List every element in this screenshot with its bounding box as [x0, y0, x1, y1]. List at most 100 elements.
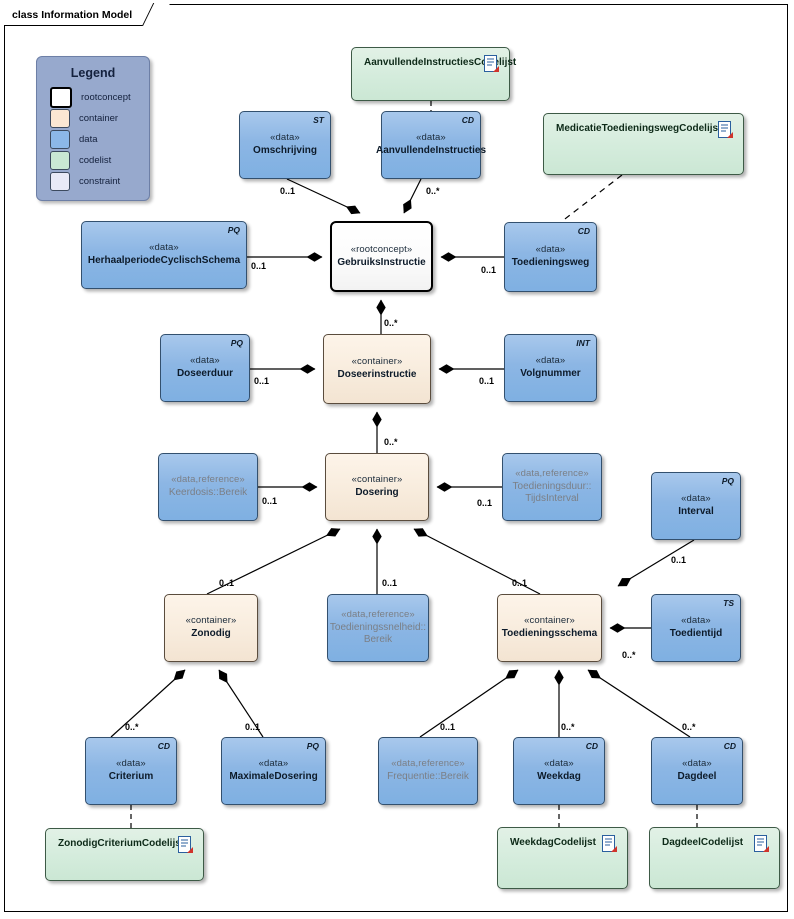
class-node-keerdosisBereik[interactable]: «data,reference»Keerdosis::Bereik — [158, 453, 258, 521]
class-node-stereotype: «data» — [416, 132, 446, 144]
multiplicity-label: 0..1 — [477, 498, 493, 508]
class-node-toedieningsschema[interactable]: «container»Toedieningsschema — [497, 594, 602, 662]
class-node-volgnummer[interactable]: «data»Volgnummer INT — [504, 334, 597, 402]
multiplicity-label: 0..1 — [219, 578, 235, 588]
document-icon — [718, 121, 733, 138]
multiplicity-label: 0..* — [125, 722, 139, 732]
class-node-name: Interval — [678, 506, 714, 518]
class-node-stereotype: «data» — [681, 493, 711, 505]
class-node-medicatieToedieningswegCodelijst[interactable]: MedicatieToedieningswegCodelijst — [543, 113, 744, 175]
class-node-aanvullendeInstructies[interactable]: «data»AanvullendeInstructies CD — [376, 111, 486, 179]
class-node-stereotype: «data» — [535, 355, 566, 367]
legend-label-data: data — [79, 134, 98, 145]
class-node-stereotype: «data» — [681, 615, 711, 627]
class-node-name: Volgnummer — [520, 368, 581, 380]
class-node-name: MaximaleDosering — [229, 771, 318, 783]
legend-item-rootconcept: rootconcept — [37, 87, 149, 108]
class-node-stereotype: «data,reference» — [341, 609, 415, 621]
class-node-type-tag: TS — [723, 598, 734, 608]
multiplicity-label: 0..1 — [382, 578, 398, 588]
class-node-dosering[interactable]: «container»Dosering — [325, 453, 429, 521]
class-node-type-tag: INT — [576, 338, 590, 348]
class-node-name: HerhaalperiodeCyclischSchema — [87, 255, 241, 267]
class-node-stereotype: «data,reference» — [391, 758, 465, 770]
class-node-name: Toedieningsweg — [511, 257, 590, 269]
multiplicity-label: 0..1 — [280, 186, 296, 196]
class-node-name: Toedieningsschema — [501, 628, 598, 640]
legend-title: Legend — [70, 66, 116, 80]
class-node-type-tag: ST — [313, 115, 324, 125]
document-icon — [178, 836, 193, 853]
class-node-name: Criterium — [108, 771, 154, 783]
diagram-frame-tab: class Information Model — [4, 3, 171, 26]
class-node-name: Weekdag — [537, 771, 581, 783]
class-node-name: ZonodigCriteriumCodelijst — [58, 838, 185, 849]
multiplicity-label: 0..* — [561, 722, 575, 732]
multiplicity-label: 0..* — [622, 650, 636, 660]
class-node-stereotype: «data» — [190, 355, 220, 367]
multiplicity-label: 0..1 — [481, 265, 497, 275]
multiplicity-label: 0..1 — [262, 496, 278, 506]
class-node-stereotype: «container» — [185, 615, 237, 627]
class-node-stereotype: «data» — [258, 758, 289, 770]
multiplicity-label: 0..* — [426, 186, 440, 196]
class-node-toedieningssnelheidBereik[interactable]: «data,reference»Toedieningssnelheid::Ber… — [327, 594, 429, 662]
class-node-name: Toedientijd — [669, 628, 723, 640]
class-node-zonodig[interactable]: «container»Zonodig — [164, 594, 258, 662]
legend-item-container: container — [37, 108, 149, 129]
legend-item-codelist: codelist — [37, 150, 149, 171]
legend-swatch-constraint — [50, 172, 70, 191]
class-node-frequentieBereik[interactable]: «data,reference»Frequentie::Bereik — [378, 737, 478, 805]
class-node-name: MedicatieToedieningswegCodelijst — [556, 123, 722, 134]
class-node-name: Keerdosis::Bereik — [168, 487, 248, 499]
class-node-name: Toedieningsduur::TijdsInterval — [512, 480, 592, 505]
class-node-type-tag: PQ — [227, 225, 240, 235]
multiplicity-label: 0..1 — [245, 722, 261, 732]
legend-label-container: container — [79, 113, 119, 124]
multiplicity-label: 0..1 — [479, 376, 495, 386]
multiplicity-label: 0..* — [384, 437, 398, 447]
class-node-stereotype: «data,reference» — [515, 468, 589, 480]
legend-item-data: data — [37, 129, 149, 150]
class-node-type-tag: PQ — [230, 338, 243, 348]
class-node-name: Doseerinstructie — [337, 369, 417, 381]
class-node-name: AanvullendeInstructiesCodelijst — [364, 57, 517, 68]
diagram-title: class Information Model — [12, 8, 133, 21]
class-node-stereotype: «container» — [351, 356, 403, 368]
legend-item-constraint: constraint — [37, 171, 149, 192]
multiplicity-label: 0..* — [682, 722, 696, 732]
class-node-name: DagdeelCodelijst — [662, 837, 744, 848]
class-node-zonodigCriteriumCodelijst[interactable]: ZonodigCriteriumCodelijst — [45, 828, 204, 881]
class-node-aanvullendeInstructiesCodelijst[interactable]: AanvullendeInstructiesCodelijst — [351, 47, 516, 101]
class-node-stereotype: «rootconcept» — [350, 243, 413, 255]
class-node-doseerinstructie[interactable]: «container»Doseerinstructie — [323, 334, 431, 404]
class-node-type-tag: CD — [461, 115, 474, 125]
class-node-weekdagCodelijst[interactable]: WeekdagCodelijst — [497, 827, 628, 889]
class-node-stereotype: «data,reference» — [171, 474, 245, 486]
class-node-type-tag: CD — [723, 741, 736, 751]
document-icon — [602, 835, 617, 852]
class-node-toedientijd[interactable]: «data»Toedientijd TS — [651, 594, 741, 662]
legend-swatch-container — [50, 109, 70, 128]
class-node-stereotype: «data» — [682, 758, 712, 770]
class-node-name: Zonodig — [191, 628, 231, 640]
class-node-name: AanvullendeInstructies — [375, 145, 487, 157]
class-node-stereotype: «data» — [544, 758, 574, 770]
class-node-gebruiksInstructie[interactable]: «rootconcept»GebruiksInstructie — [330, 221, 433, 292]
class-node-dagdeelCodelijst[interactable]: DagdeelCodelijst — [649, 827, 780, 889]
legend-swatch-codelist — [50, 151, 70, 170]
class-node-toedieningsduurTijdsInterval[interactable]: «data,reference»Toedieningsduur::TijdsIn… — [502, 453, 602, 521]
class-node-stereotype: «data» — [535, 244, 566, 256]
legend-label-rootconcept: rootconcept — [81, 92, 131, 103]
multiplicity-label: 0..1 — [440, 722, 456, 732]
